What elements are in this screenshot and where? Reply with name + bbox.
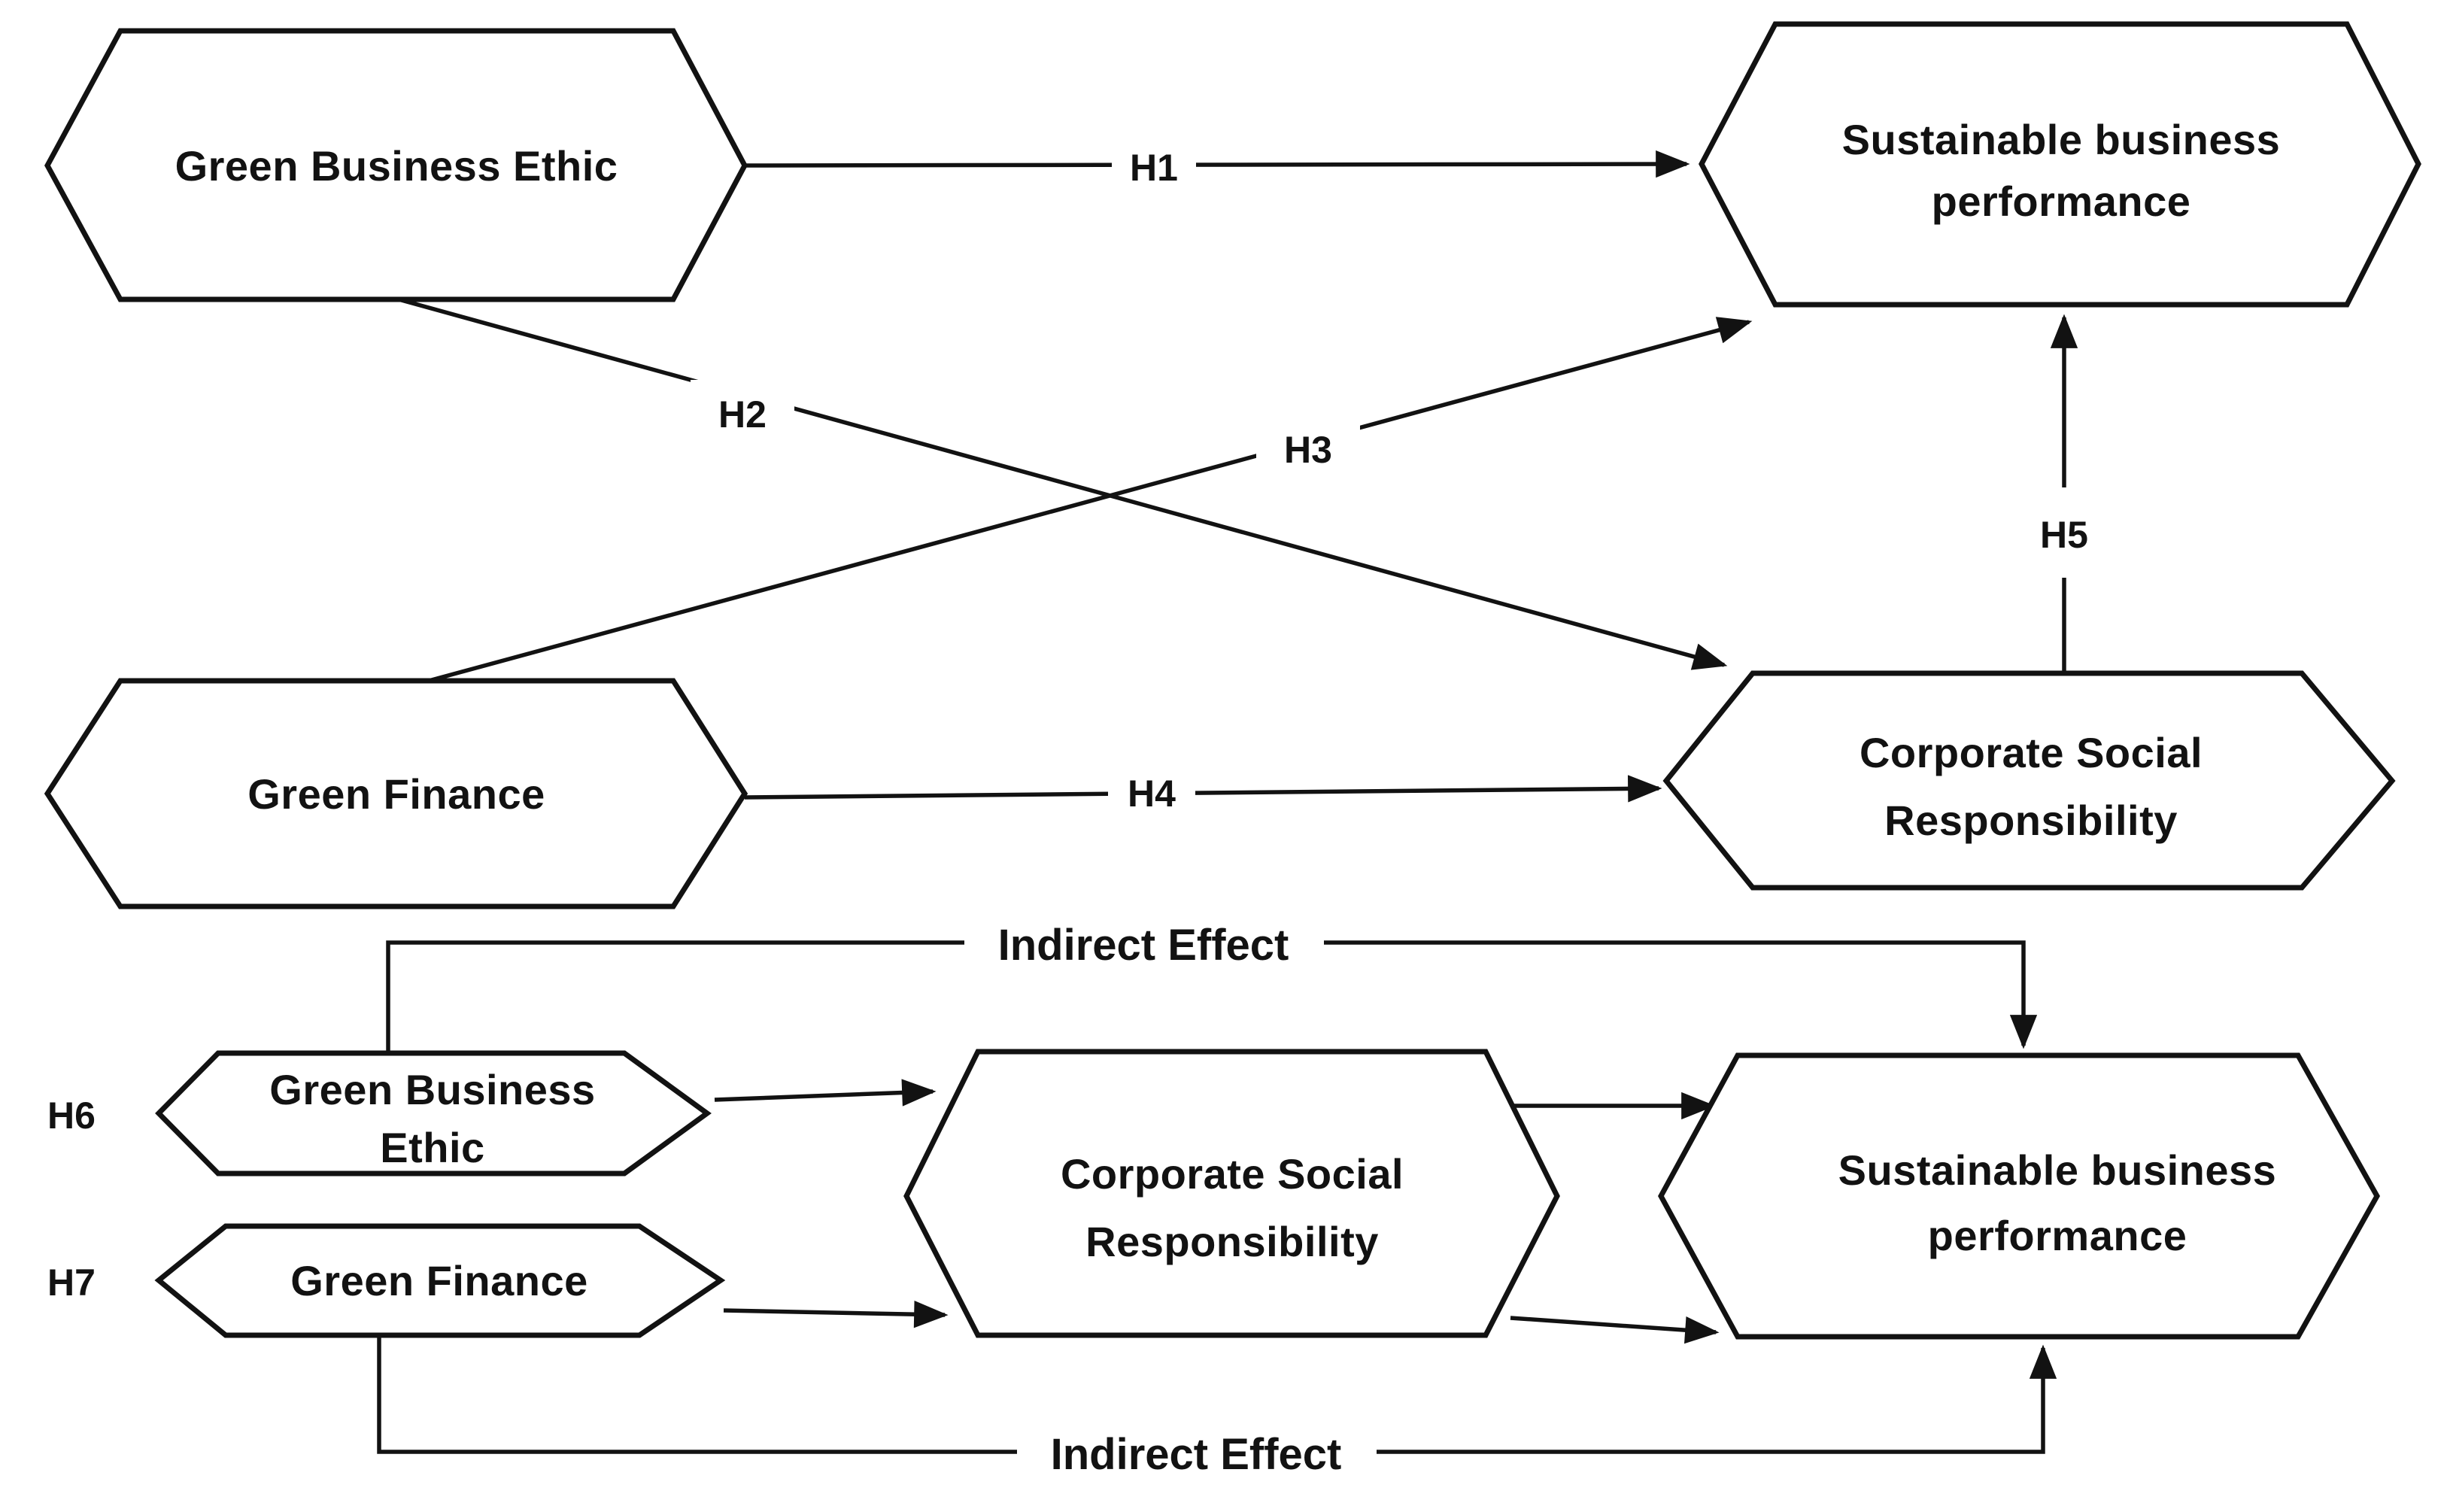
node-corporate-social-responsibility-mid xyxy=(1662,670,2396,891)
label-sbp-bottom-line1: Sustainable business xyxy=(1838,1146,2277,1194)
label-sbp-bottom-line2: performance xyxy=(1928,1212,2187,1259)
label-h2: H2 xyxy=(718,393,767,436)
label-sbp-top-line2: performance xyxy=(1932,178,2191,225)
edge-csr-to-sbp-lower xyxy=(1510,1316,1720,1344)
label-green-finance-small: Green Finance xyxy=(290,1257,588,1304)
label-csr-mid-line2: Responsibility xyxy=(1884,797,2178,844)
label-csr-mid-line1: Corporate Social xyxy=(1860,729,2203,776)
h4-label-mask xyxy=(1108,764,1195,820)
label-gbe-small-line1: Green Business xyxy=(269,1066,595,1113)
node-green-finance-mid xyxy=(44,678,748,909)
label-indirect-effect-bottom: Indirect Effect xyxy=(1051,1430,1342,1479)
label-csr-bottom-line1: Corporate Social xyxy=(1061,1150,1404,1198)
label-gbe-small-line2: Ethic xyxy=(380,1124,484,1171)
node-green-finance-small xyxy=(154,1223,726,1338)
label-h6: H6 xyxy=(47,1095,96,1137)
label-h5: H5 xyxy=(2040,514,2088,556)
edge-h4-gf-to-csr xyxy=(744,775,1662,803)
node-green-business-ethic-small xyxy=(155,1050,712,1177)
node-sustainable-business-performance-bottom xyxy=(1658,1052,2381,1340)
label-green-finance-mid: Green Finance xyxy=(247,770,545,818)
edge-h1-gbe-to-sbp xyxy=(744,150,1690,178)
edge-h3-gf-to-sbp xyxy=(428,317,1753,683)
node-sustainable-business-performance-top xyxy=(1699,21,2421,308)
label-h1: H1 xyxy=(1130,147,1178,189)
h1-label-mask xyxy=(1112,137,1196,191)
indirect-bottom-label-mask xyxy=(1017,1422,1377,1483)
edge-gf-to-csr-bottom xyxy=(723,1301,949,1328)
node-green-business-ethic-top xyxy=(44,28,748,302)
indirect-top-label-mask xyxy=(964,913,1324,973)
edge-h2-gbe-to-csr xyxy=(398,297,1728,670)
label-indirect-effect-top: Indirect Effect xyxy=(998,921,1289,970)
h5-label-mask xyxy=(2014,487,2114,578)
h3-label-mask xyxy=(1256,415,1360,477)
h2-label-mask xyxy=(691,380,794,442)
node-corporate-social-responsibility-bottom xyxy=(903,1049,1560,1338)
label-sbp-top-line1: Sustainable business xyxy=(1842,116,2281,163)
label-h4: H4 xyxy=(1128,773,1176,815)
label-green-business-ethic-top: Green Business Ethic xyxy=(175,142,618,190)
label-csr-bottom-line2: Responsibility xyxy=(1085,1218,1379,1265)
edge-gbe-to-csr-bottom xyxy=(714,1079,937,1107)
label-h3: H3 xyxy=(1284,429,1332,471)
label-h7: H7 xyxy=(47,1262,96,1304)
